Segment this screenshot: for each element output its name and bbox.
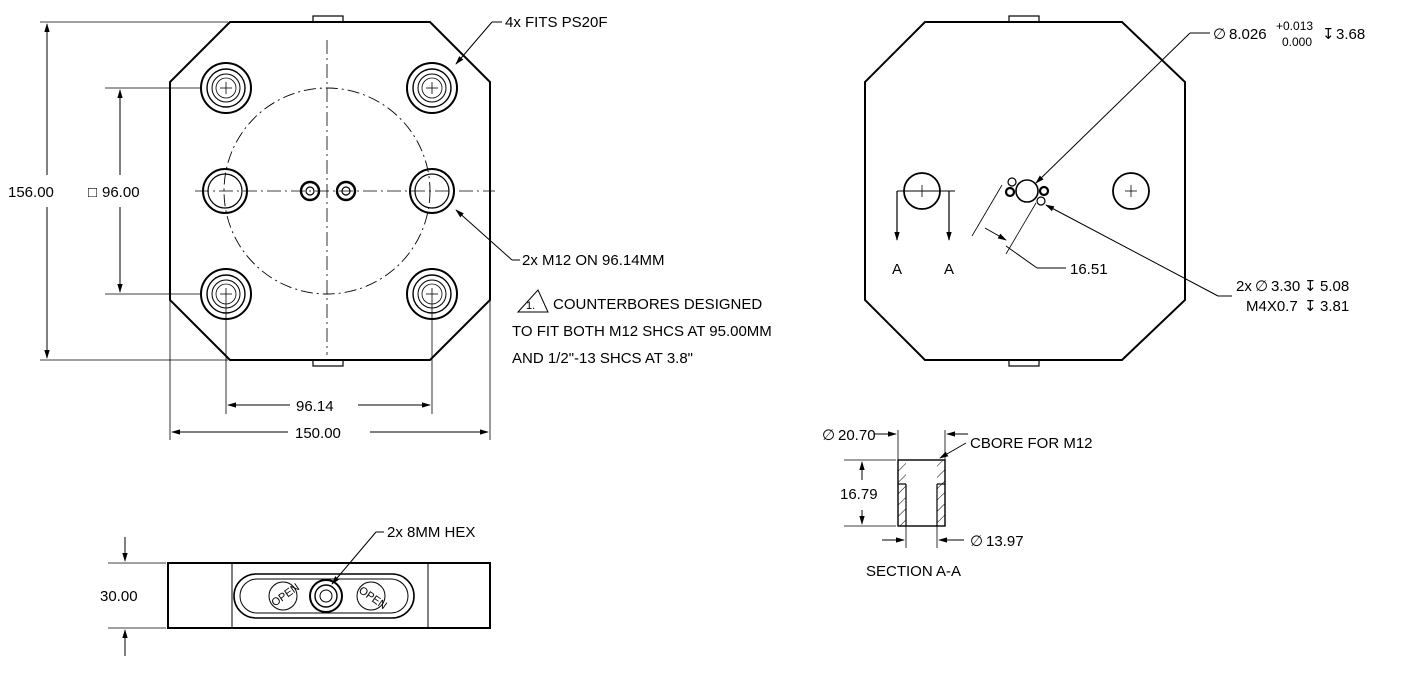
open-marker-right [356,581,386,611]
section-hatch-left [898,460,906,526]
note-line-3: AND 1/2"-13 SHCS AT 3.8" [512,350,693,367]
hole-note-dia: 3.30 [1271,278,1300,295]
top-view-outline [169,21,491,361]
square-symbol: □ [88,184,97,201]
offset-label: 16.51 [1070,261,1108,278]
thread-note: M4X0.7 [1246,298,1298,315]
thickness-label: 30.00 [100,588,138,605]
hole-note-prefix: 2x [1236,278,1252,295]
front-view-outline [167,562,491,629]
bolt-note: 2x M12 ON 96.14MM [522,252,665,269]
front-slot [233,573,415,619]
note-line-2: TO FIT BOTH M12 SHCS AT 95.00MM [512,323,772,340]
pin-dia-symbol: ∅ [1213,26,1226,43]
note-line-1: COUNTERBORES DESIGNED [553,296,762,313]
bottom-notch [312,359,344,367]
top-view-labels: 156.00 □ 96.00 4x FITS PS20F 2x M12 ON 9… [8,14,772,442]
front-view [108,531,491,656]
counterbore-top-left [200,62,252,114]
through-dia-label: 13.97 [986,533,1024,550]
m12-hole-left [202,168,248,214]
through-dia-symbol: ∅ [970,533,983,550]
section-depth-label: 16.79 [840,486,878,503]
counterbore-top-right [406,62,458,114]
bottom-hole-right [1112,172,1150,210]
hole-note-depth-symbol: ↧ [1304,278,1317,295]
open-marker-left [268,581,298,611]
note-number: 1. [526,300,535,312]
pin-depth-symbol: ↧ [1322,26,1335,43]
cbore-dia-label: 20.70 [838,427,876,444]
pin-pattern [1004,177,1050,206]
fits-note: 4x FITS PS20F [505,14,608,31]
bottom-view-outline [864,21,1186,361]
pin-tol-lower: 0.000 [1282,35,1312,49]
section-mark-right: A [944,261,954,278]
hex-socket [309,579,343,613]
cbore-note: CBORE FOR M12 [970,435,1093,452]
top-notch [312,15,344,23]
m12-hole-right [409,168,455,214]
section-mark-left: A [892,261,902,278]
overall-height-label: 156.00 [8,184,54,201]
hole-note-dia-symbol: ∅ [1255,278,1268,295]
cbore-dia-symbol: ∅ [822,427,835,444]
hole-note-depth: 5.08 [1320,278,1349,295]
pin-tol-upper: +0.013 [1276,19,1313,33]
section-view-labels: ∅ 20.70 CBORE FOR M12 16.79 ∅ 13.97 SECT… [822,427,1093,580]
top-view [40,15,549,440]
pin-dia-label: 8.026 [1229,26,1267,43]
center-pin-right [335,180,357,202]
section-hatch-right [937,460,945,526]
pin-depth-label: 3.68 [1336,26,1365,43]
thread-depth: 3.81 [1320,298,1349,315]
bottom-view-labels: ∅ 8.026 +0.013 0.000 ↧ 3.68 16.51 A A 2x… [892,19,1365,315]
width-inner-label: 96.14 [296,398,334,415]
center-pin-left [299,180,321,202]
thread-depth-symbol: ↧ [1304,298,1317,315]
square-size-label: 96.00 [102,184,140,201]
front-view-labels: 30.00 2x 8MM HEX OPEN OPEN [100,524,475,612]
note-triangle-icon [516,289,549,313]
open-label-right: OPEN [356,584,388,612]
width-outer-label: 150.00 [295,425,341,442]
hex-note: 2x 8MM HEX [387,524,475,541]
section-view [844,430,968,548]
bottom-view [864,15,1232,367]
section-title: SECTION A-A [866,563,961,580]
